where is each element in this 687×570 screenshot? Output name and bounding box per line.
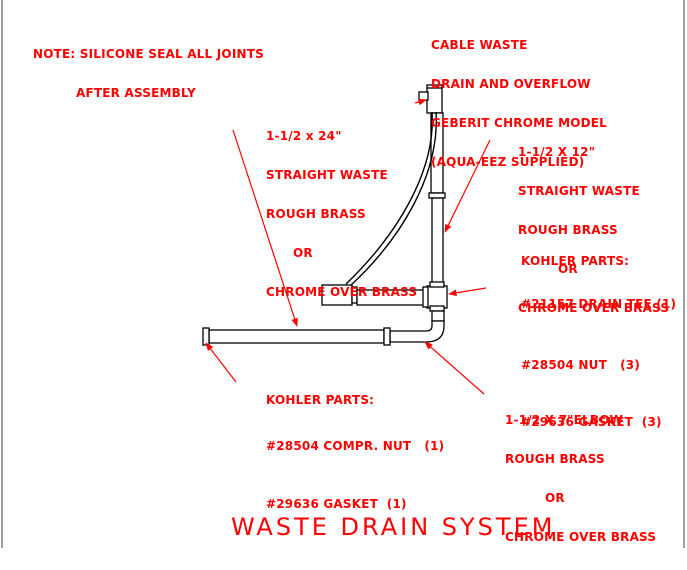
cable-waste-line-2: DRAIN AND OVERFLOW: [431, 77, 591, 91]
note-line-2: AFTER ASSEMBLY: [76, 86, 196, 100]
straight-24-label: 1-1/2 x 24" STRAIGHT WASTE ROUGH BRASS O…: [266, 104, 417, 325]
note-label: NOTE: SILICONE SEAL ALL JOINTS AFTER ASS…: [33, 22, 264, 126]
straight-12-line-3: ROUGH BRASS: [518, 223, 618, 237]
elbow-line-4: CHROME OVER BRASS: [505, 530, 657, 544]
elbow-label: 1-1/2 X 7"ELBOW ROUGH BRASS OR CHROME OV…: [505, 388, 656, 570]
leader-elbow: [424, 341, 485, 395]
leader-straight-24: [232, 129, 298, 327]
cable-waste-line-1: CABLE WASTE: [431, 38, 528, 52]
straight-24-line-5: CHROME OVER BRASS: [266, 285, 418, 299]
note-line-1: NOTE: SILICONE SEAL ALL JOINTS: [33, 47, 264, 61]
overflow-head: [418, 84, 443, 114]
kohler-left-heading: KOHLER PARTS:: [266, 393, 375, 407]
cable: [345, 111, 437, 287]
kohler-right-part-1: #21157 DRAIN TEE (1): [521, 297, 677, 311]
kohler-right-part-2: #28504 NUT (3): [521, 358, 641, 372]
drain-head: [321, 284, 358, 306]
kohler-right-heading: KOHLER PARTS:: [521, 254, 630, 268]
leader-drain-tee: [448, 287, 487, 297]
kohler-left-part-1: #28504 COMPR. NUT (1): [266, 439, 445, 453]
elbow-line-1: 1-1/2 X 7"ELBOW: [505, 413, 624, 427]
cable-waste-line-4: (AQUA-EEZ SUPPLIED): [431, 155, 585, 169]
straight-waste-24: [202, 327, 391, 346]
straight-12-label: 1-1/2 X 12" STRAIGHT WASTE ROUGH BRASS O…: [518, 120, 669, 341]
straight-24-line-3: ROUGH BRASS: [266, 207, 366, 221]
drain-tee: [422, 281, 448, 322]
elbow-line-3: OR: [545, 491, 565, 505]
drawing-linework: [1, 0, 685, 548]
kohler-parts-left: KOHLER PARTS: #28504 COMPR. NUT (1) #296…: [266, 368, 444, 537]
straight-12-line-4: OR: [558, 262, 578, 276]
elbow-line-2: ROUGH BRASS: [505, 452, 605, 466]
drawing-title: WASTE DRAIN SYSTEM: [231, 513, 556, 541]
straight-12-line-1: 1-1/2 X 12": [518, 145, 596, 159]
kohler-right-part-3: #29636 GASKET (3): [521, 415, 662, 429]
leader-straight-12: [444, 139, 491, 233]
cable-waste-label: CABLE WASTE DRAIN AND OVERFLOW GEBERIT C…: [431, 13, 607, 195]
leader-lines: [205, 98, 491, 395]
straight-12-line-5: CHROME OVER BRASS: [518, 301, 670, 315]
straight-12-line-2: STRAIGHT WASTE: [518, 184, 640, 198]
kohler-left-part-2: #29636 GASKET (1): [266, 497, 407, 511]
straight-24-line-2: STRAIGHT WASTE: [266, 168, 388, 182]
leader-compr-nut: [205, 342, 237, 383]
straight-24-line-1: 1-1/2 x 24": [266, 129, 342, 143]
cable-waste-line-3: GEBERIT CHROME MODEL: [431, 116, 608, 130]
drawing-sheet: NOTE: SILICONE SEAL ALL JOINTS AFTER ASS…: [1, 0, 685, 548]
straight-24-line-4: OR: [293, 246, 313, 260]
leader-cable-waste: [414, 98, 427, 106]
kohler-parts-right: KOHLER PARTS: #21157 DRAIN TEE (1) #2850…: [521, 229, 676, 455]
